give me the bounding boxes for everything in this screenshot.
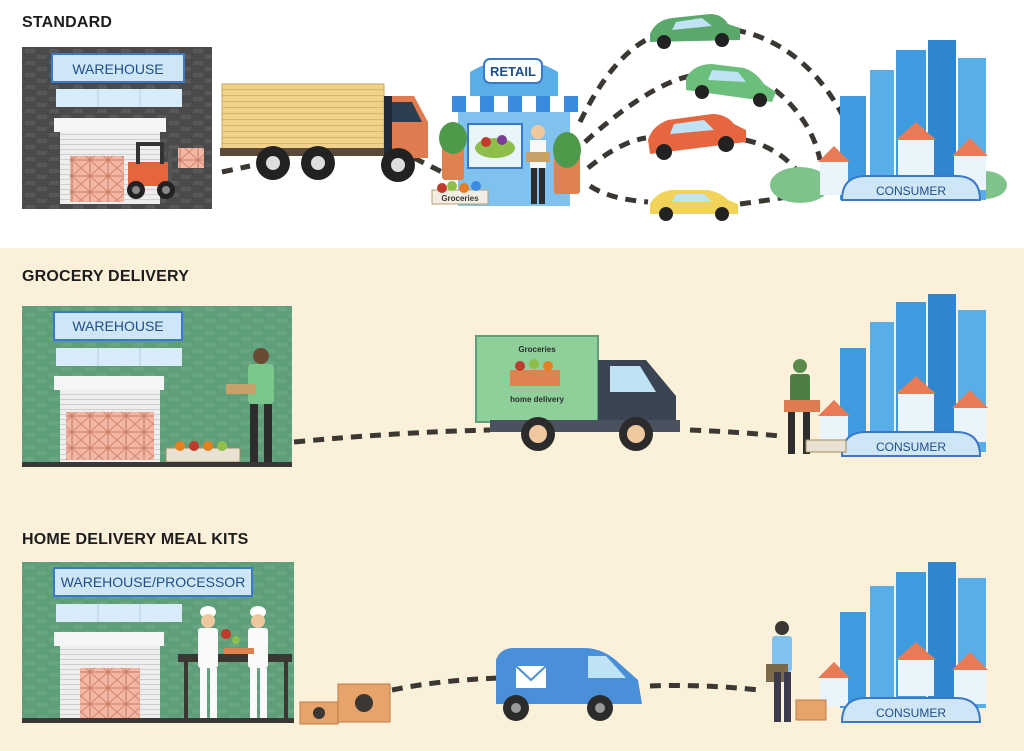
retail-store	[431, 58, 581, 206]
route-warehouse-grocery-truck	[293, 427, 491, 445]
semi-truck	[220, 83, 428, 182]
processor-warehouse	[22, 562, 294, 723]
warehouse-worker	[226, 348, 274, 462]
truck-label-home-delivery: home delivery	[510, 395, 564, 404]
consumer-badge	[840, 175, 982, 201]
standard-warehouse	[22, 47, 212, 209]
car-green-2	[686, 64, 776, 107]
standard-warehouse-label: WAREHOUSE	[72, 61, 163, 77]
warehouse-sign	[51, 53, 185, 83]
route-warehouse-truck	[221, 163, 251, 175]
route-grocery-truck-consumer	[689, 427, 781, 439]
car-red	[648, 114, 746, 160]
mealkit-city	[766, 562, 988, 723]
grocery-warehouse	[22, 306, 292, 467]
grocery-warehouse-label: WAREHOUSE	[72, 318, 163, 334]
grocery-truck	[475, 335, 680, 451]
striped-awning	[452, 96, 578, 112]
chef-2	[248, 606, 268, 720]
retail-label: RETAIL	[490, 64, 536, 79]
standard-consumer-label: CONSUMER	[876, 184, 946, 198]
meal-kit-boxes	[299, 683, 391, 725]
processor-sign	[53, 567, 253, 597]
processor-label: WAREHOUSE/PROCESSOR	[61, 574, 246, 590]
truck-label-groceries: Groceries	[518, 345, 556, 354]
mealkit-consumer-label: CONSUMER	[876, 706, 946, 720]
consumer-badge-3	[840, 697, 982, 723]
grocery-city	[784, 294, 988, 457]
prep-table	[178, 654, 292, 720]
shopkeeper	[526, 125, 550, 204]
route-arc-1	[577, 31, 661, 124]
mealkit-routes	[391, 675, 761, 693]
route-arc-4	[588, 183, 649, 205]
route-arc-5	[734, 27, 848, 122]
warehouse-sign-2	[53, 311, 183, 341]
route-arc-3	[586, 135, 647, 170]
standard-title: STANDARD	[22, 14, 113, 31]
forklift	[127, 142, 175, 199]
grocery-delivery-title: GROCERY DELIVERY	[22, 268, 190, 285]
route-processor-van	[391, 675, 501, 693]
delivery-van	[496, 648, 642, 721]
groceries-label: Groceries	[441, 194, 479, 203]
car-yellow	[650, 190, 738, 221]
chef-1	[198, 606, 218, 720]
grocery-consumer-label: CONSUMER	[876, 440, 946, 454]
mail-carrier	[766, 621, 792, 722]
route-van-consumer	[649, 683, 761, 693]
route-truck-retail	[412, 155, 452, 179]
car-green-1	[650, 14, 740, 49]
delivery-person	[784, 359, 847, 454]
route-arc-6	[773, 88, 823, 161]
retail-sign	[483, 58, 543, 84]
route-arc-2	[583, 73, 691, 144]
meal-kits-title: HOME DELIVERY MEAL KITS	[22, 531, 249, 548]
grocery-routes	[293, 427, 781, 445]
standard-city	[770, 40, 1007, 203]
